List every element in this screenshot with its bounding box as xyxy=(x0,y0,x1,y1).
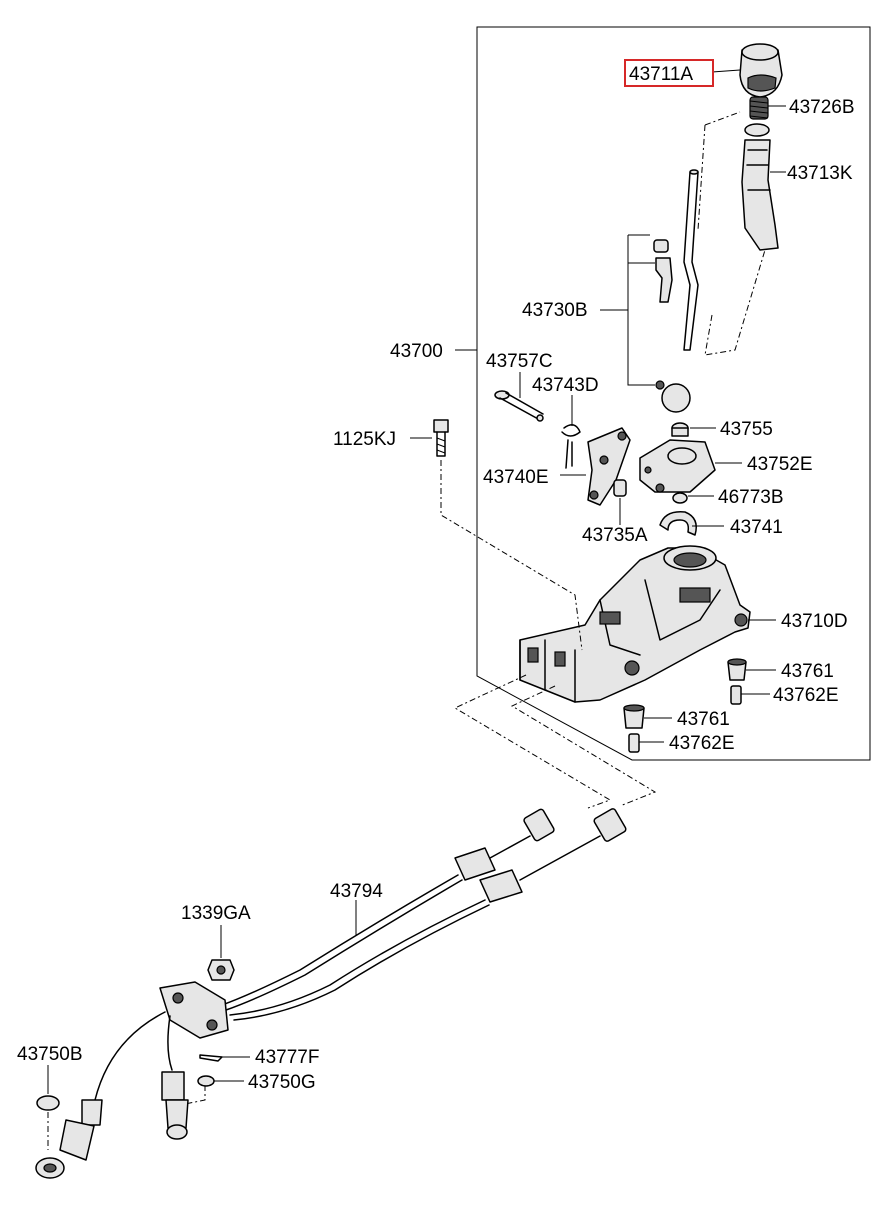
pin-43757C xyxy=(494,390,544,422)
cable-dashed-line-2 xyxy=(510,685,657,807)
bushing-43755 xyxy=(671,422,689,437)
label-43762E-right: 43762E xyxy=(773,685,839,706)
label-43777F: 43777F xyxy=(255,1047,319,1068)
label-43794: 43794 xyxy=(330,881,383,902)
label-43741: 43741 xyxy=(730,517,783,538)
bushing-43762E-left xyxy=(628,733,640,753)
label-43762E-left: 43762E xyxy=(669,733,735,754)
damper-43761-right xyxy=(727,658,747,681)
label-43735A: 43735A xyxy=(582,525,648,546)
spring-43726B xyxy=(749,96,769,120)
boot-outline xyxy=(697,111,766,356)
sleeve-43713K xyxy=(741,123,779,251)
label-43730B: 43730B xyxy=(522,300,588,321)
nut-1339GA xyxy=(207,959,235,981)
label-1125KJ: 1125KJ xyxy=(333,429,396,450)
cable-dashed-line-1 xyxy=(453,674,612,809)
label-1339GA: 1339GA xyxy=(181,903,251,924)
bushing-43762E-right xyxy=(730,685,742,705)
shift-cable-43794 xyxy=(35,808,627,1179)
label-43755: 43755 xyxy=(720,419,773,440)
shift-base-43710D xyxy=(519,545,751,703)
highlight-box-43711A xyxy=(624,59,714,87)
spring-43743D xyxy=(561,424,581,469)
label-43750G: 43750G xyxy=(248,1072,316,1093)
label-43740E: 43740E xyxy=(483,467,549,488)
label-43761-left: 43761 xyxy=(677,709,730,730)
shift-knob-43711A xyxy=(739,43,783,98)
label-43750B: 43750B xyxy=(17,1044,83,1065)
label-43700: 43700 xyxy=(390,341,443,362)
washer-46773B xyxy=(672,492,688,504)
bushing-43735A xyxy=(613,479,627,497)
washer-43750G xyxy=(197,1075,215,1087)
label-43743D: 43743D xyxy=(532,375,599,396)
housing-43752E xyxy=(639,439,716,493)
leader-43711A xyxy=(711,69,741,73)
lever-plate-43740E xyxy=(587,427,631,506)
label-43710D: 43710D xyxy=(781,611,848,632)
label-43711A: 43711A xyxy=(629,64,693,85)
shift-lever-rod xyxy=(683,169,699,351)
bolt-dashed-line xyxy=(440,460,583,651)
bolt-1125KJ xyxy=(433,419,449,457)
damper-43761-left xyxy=(623,704,645,729)
label-43757C: 43757C xyxy=(486,351,553,372)
leader-43730B xyxy=(600,234,655,386)
clip-43777F xyxy=(199,1054,223,1062)
assembly-frame xyxy=(476,26,871,761)
lever-kit-43730B-parts xyxy=(653,239,691,413)
clip-43741 xyxy=(659,511,697,536)
washer-43750B xyxy=(36,1095,60,1111)
label-43726B: 43726B xyxy=(789,97,855,118)
label-43713K: 43713K xyxy=(787,163,853,184)
label-43761-right: 43761 xyxy=(781,661,834,682)
label-43752E: 43752E xyxy=(747,454,813,475)
label-46773B: 46773B xyxy=(718,487,784,508)
